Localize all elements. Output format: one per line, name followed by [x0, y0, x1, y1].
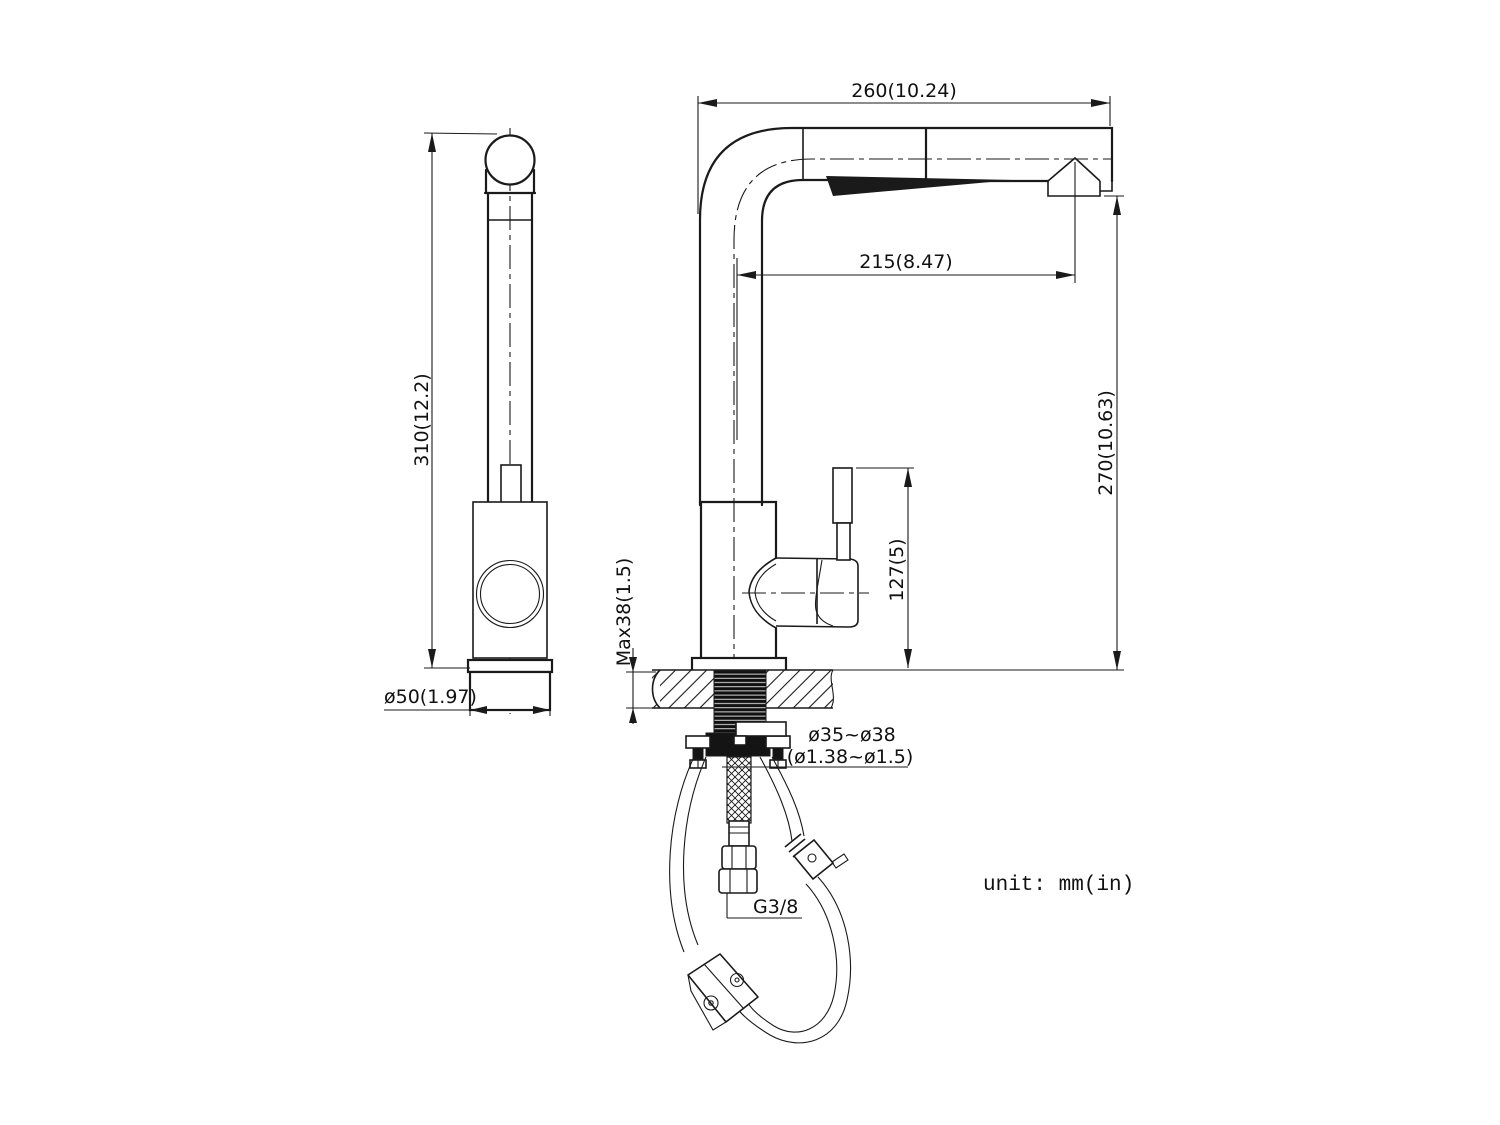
- braided-hose: [726, 756, 752, 824]
- side-base-flange: [690, 656, 788, 673]
- unit-note: unit: mm(in): [983, 874, 1134, 897]
- hose-loop-inner: [747, 883, 838, 1033]
- hose-right-inner: [771, 756, 805, 837]
- hose-loop-outer: [736, 876, 852, 1044]
- dim-supply-thread-label: G3/8: [753, 896, 798, 918]
- dim-base-diameter-label: ø50(1.97): [384, 686, 477, 708]
- countertop-section: [651, 669, 834, 709]
- clamp-plate: [735, 721, 787, 737]
- outlet-seam: [748, 557, 777, 629]
- dim-total-height: 310(12.2): [411, 132, 498, 669]
- front-handle-hub-inner: [479, 563, 541, 625]
- dim-hole-diameter: ø35~ø38 (ø1.38~ø1.5): [722, 724, 913, 768]
- countertop-break-left: [651, 669, 661, 709]
- mounting-hardware: [685, 670, 791, 769]
- front-base: [468, 670, 552, 712]
- hose-weight: [687, 953, 759, 1031]
- dim-aerator-offset: 215(8.47): [736, 251, 1075, 440]
- dim-handle-height: 127(5): [856, 467, 914, 668]
- dim-aerator-offset-label: 215(8.47): [859, 251, 952, 273]
- dim-spout-height: 270(10.63): [833, 195, 1124, 671]
- dim-hole-diameter-mm-label: ø35~ø38: [808, 724, 896, 746]
- hose-right-outer: [759, 756, 793, 842]
- countertop-hatch-left: [652, 670, 714, 708]
- front-body: [472, 501, 548, 659]
- front-handle-hub-outer: [475, 559, 545, 629]
- side-view-faucet: [690, 126, 1114, 756]
- dim-handle-height-label: 127(5): [886, 538, 908, 601]
- hose-left-outer: [669, 756, 695, 953]
- dim-deck-thickness-label: Max38(1.5): [613, 558, 635, 667]
- spray-trigger: [826, 176, 1013, 196]
- front-view-faucet: [466, 128, 554, 714]
- dim-spout-height-label: 270(10.63): [1095, 390, 1117, 495]
- valve-body: [775, 557, 859, 628]
- dim-base-diameter: ø50(1.97): [384, 678, 551, 716]
- dim-total-height-label: 310(12.2): [411, 373, 433, 466]
- side-view-centerline: [733, 158, 1113, 756]
- dim-deck-thickness: Max38(1.5): [613, 558, 656, 724]
- supply-hoses: [669, 756, 852, 1044]
- hose-left-inner: [682, 756, 707, 946]
- mounting-wing-left: [685, 735, 711, 749]
- dim-hole-diameter-in-label: (ø1.38~ø1.5): [787, 746, 914, 768]
- hex-adapter-upper: [721, 845, 757, 870]
- spout-bend-circle: [484, 134, 536, 186]
- dimension-annotations: 260(10.24) 215(8.47) 310(12.2) 270(10.6: [384, 80, 1124, 919]
- dim-spout-reach: 260(10.24): [697, 80, 1111, 214]
- countertop-hatch-right: [766, 670, 833, 708]
- side-handle-lever: [832, 467, 853, 524]
- dim-spout-reach-label: 260(10.24): [851, 80, 956, 102]
- countertop-break-right: [830, 669, 834, 709]
- front-base-flange: [466, 658, 554, 674]
- dim-supply-thread: G3/8: [726, 893, 802, 919]
- quick-connector-fitting: [784, 833, 849, 881]
- hex-adapter-lower: [718, 868, 758, 894]
